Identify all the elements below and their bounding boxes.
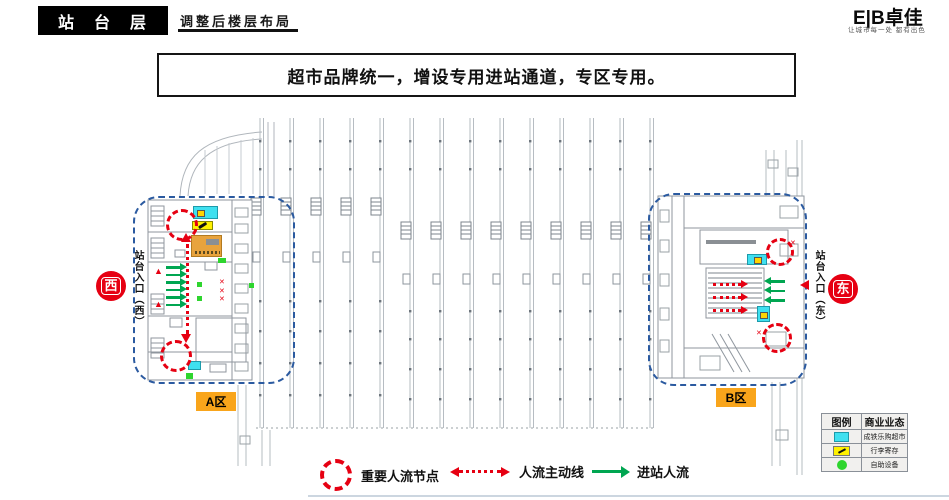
- flow-arrow-down-icon: [181, 334, 191, 343]
- east-direction-badge: 东: [828, 274, 858, 304]
- row-label: 自助设备: [861, 457, 908, 472]
- pen-icon: [198, 222, 207, 229]
- marker-icon: [760, 312, 768, 319]
- marker-icon: [754, 257, 762, 264]
- entry-arrows-east: [764, 277, 785, 303]
- green-arrow-icon: [764, 277, 785, 284]
- row-label: 成铁乐购超市: [861, 429, 908, 444]
- entry-arrows-west: [166, 263, 187, 308]
- red-triangle-icon: ▲: [154, 266, 163, 276]
- west-direction-badge: 西: [96, 271, 126, 301]
- dotted-double-arrow-icon: [450, 466, 510, 477]
- green-arrow-icon: [764, 286, 785, 294]
- brand-logo: E|B卓佳: [853, 8, 923, 29]
- red-cross-icon: ✕: [219, 296, 225, 303]
- flow-line-east: [713, 280, 748, 289]
- red-triangle-icon: [800, 280, 809, 290]
- west-entrance-label: 站台入口（西）: [132, 250, 143, 327]
- luggage-icon: [833, 445, 850, 456]
- arrow-right-icon: [501, 466, 510, 477]
- supermarket-block-east-north: [747, 254, 767, 265]
- flow-node-east-south: [762, 323, 792, 353]
- flow-node-east-north: [766, 238, 794, 266]
- legend-label: 重要人流节点: [361, 468, 440, 484]
- green-arrow-icon: [166, 270, 187, 278]
- east-entrance-label: 站台入口（东）: [813, 250, 824, 327]
- legend-header: 图例: [821, 413, 862, 430]
- retail-sub-block: [206, 239, 219, 245]
- zone-a-outline: [133, 196, 295, 384]
- retail-text-strip: [195, 251, 220, 254]
- green-arrow-icon: [764, 296, 785, 303]
- red-triangle-icon: ▲: [154, 299, 163, 309]
- green-arrow-icon: [166, 285, 187, 293]
- dotted-line: [459, 470, 501, 473]
- supermarket-block-west: [193, 206, 218, 219]
- zone-a-label: A区: [196, 392, 236, 411]
- business-header: 商业业态: [861, 413, 908, 430]
- equipment-dot: [249, 283, 254, 288]
- zone-b-label: B区: [716, 388, 756, 407]
- business-legend-table: 图例 商业业态 成铁乐购超市 行李寄存 自助设备: [821, 413, 908, 472]
- cyan-square-icon: [834, 431, 849, 442]
- legend-item-flow-node: 重要人流节点: [320, 459, 439, 491]
- dashed-circle-icon: [320, 459, 352, 491]
- equipment-dot: [197, 296, 202, 301]
- green-arrow-icon: [166, 300, 187, 308]
- green-arrow-icon: [166, 293, 187, 300]
- equipment-block: [218, 258, 226, 263]
- flow-line-west: [186, 244, 189, 334]
- legend-item-entry-flow: 进站人流: [592, 462, 689, 481]
- equipment-block: [186, 373, 193, 379]
- subtitle-underline: [178, 29, 298, 32]
- legend-item-flow-line: 人流主动线: [450, 462, 584, 481]
- arrow-left-icon: [450, 466, 459, 477]
- flow-arrow-up-icon: [181, 233, 191, 242]
- east-badge-text: 东: [833, 279, 853, 299]
- supermarket-block-east-south: [757, 306, 770, 322]
- flow-node-west-south: [160, 340, 192, 372]
- flow-line-east: [713, 293, 748, 302]
- brand-slogan: 让城市每一处 都有出色: [848, 27, 926, 34]
- green-arrow-icon: [592, 465, 630, 478]
- table-row: 自助设备: [821, 457, 908, 472]
- equipment-dot: [197, 282, 202, 287]
- page-subtitle: 调整后楼层布局: [180, 14, 293, 29]
- red-cross-icon: ✕: [756, 330, 762, 337]
- headline-banner: 超市品牌统一，增设专用进站通道，专区专用。: [157, 53, 796, 97]
- marker-icon: [197, 210, 205, 217]
- row-label: 行李寄存: [861, 443, 908, 458]
- west-badge-text: 西: [101, 276, 121, 296]
- table-row: 行李寄存: [821, 443, 908, 458]
- table-row: 成铁乐购超市: [821, 429, 908, 444]
- flow-line-east: [713, 306, 748, 315]
- green-arrow-icon: [166, 278, 187, 285]
- red-cross-icon: ✕: [219, 288, 225, 295]
- green-arrow-icon: [166, 263, 187, 270]
- red-cross-icon: ✕: [790, 240, 796, 247]
- red-cross-icon: ✕: [219, 279, 225, 286]
- legend-label: 人流主动线: [519, 465, 585, 480]
- footer-divider: [308, 495, 949, 497]
- page-title: 站 台 层: [38, 6, 168, 35]
- retail-block-west: [191, 235, 222, 257]
- green-circle-icon: [836, 459, 847, 470]
- table-header-row: 图例 商业业态: [821, 413, 908, 430]
- legend-label: 进站人流: [637, 465, 690, 480]
